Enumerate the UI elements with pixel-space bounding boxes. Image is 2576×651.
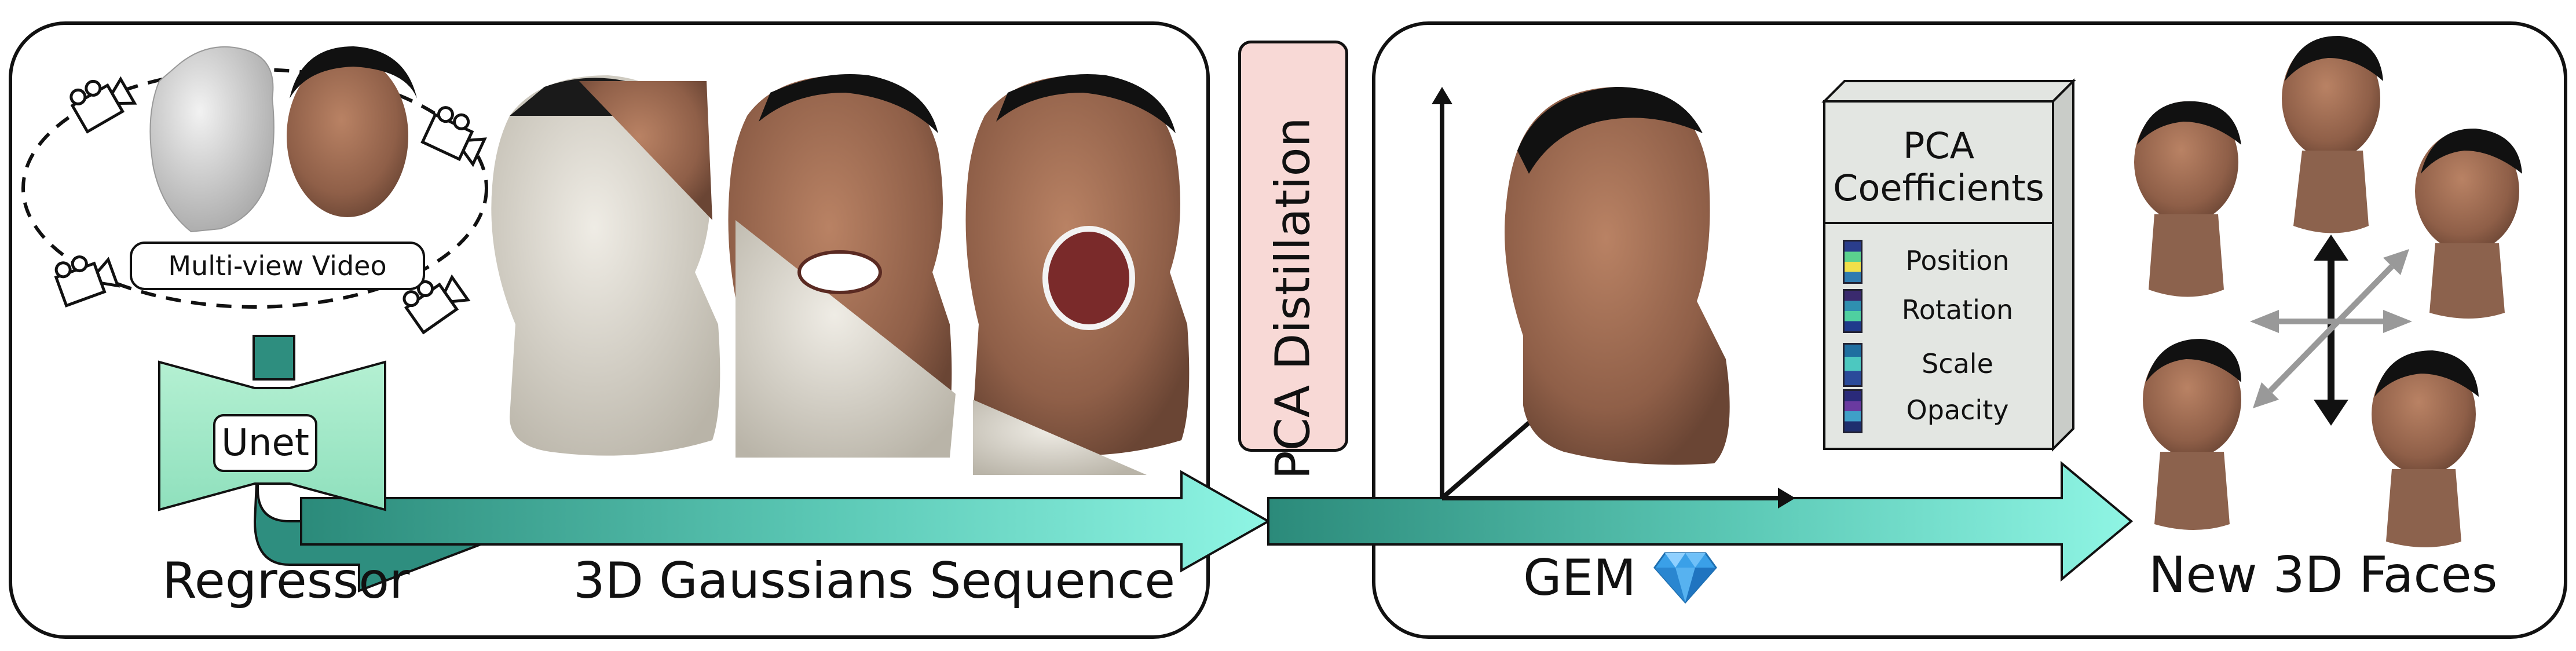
- camera-icon: [402, 274, 471, 335]
- new-face-1: [2134, 101, 2241, 297]
- multiview-video-label: Multi-view Video: [130, 242, 425, 290]
- left-panel-frame: [9, 21, 1210, 639]
- camera-icon: [420, 106, 487, 167]
- gem-head: [1505, 87, 1730, 465]
- scale-swatch-icon: [1843, 343, 1863, 387]
- pca-item-rotation: Rotation: [1830, 288, 2050, 334]
- flow-arrow: [253, 457, 2134, 593]
- sequence-head-3: [965, 74, 1190, 475]
- scan-mesh-head: [149, 46, 275, 233]
- sequence-head-2: [728, 74, 956, 458]
- gem-label: GEM: [1523, 549, 1637, 607]
- pca-item-opacity: Opacity: [1830, 388, 2050, 434]
- new-face-3: [2415, 128, 2522, 319]
- pca-distillation-box: PCA Distillation: [1238, 41, 1348, 480]
- new-face-2: [2282, 35, 2383, 233]
- camera-icon: [54, 255, 120, 308]
- pca-coefficients-title: PCA Coefficients: [1833, 125, 2044, 210]
- sequence-label: 3D Gaussians Sequence: [573, 552, 1176, 610]
- new-face-5: [2372, 350, 2479, 547]
- pca-item-position: Position: [1830, 239, 2050, 285]
- variation-arrows: [2250, 235, 2412, 426]
- gem-diamond-icon: [1653, 552, 1717, 604]
- pca-item-scale: Scale: [1830, 342, 2050, 388]
- opacity-swatch-icon: [1843, 389, 1863, 433]
- rotation-swatch-icon: [1843, 289, 1863, 333]
- regressor-label: Regressor: [162, 552, 410, 610]
- new-3d-faces-label: New 3D Faces: [2149, 546, 2498, 604]
- unet-label-box: Unet: [213, 414, 317, 472]
- sequence-head-1: [491, 75, 720, 456]
- gem-axes: [1432, 87, 1795, 509]
- pca-distillation-label: PCA Distillation: [1265, 117, 1321, 480]
- position-swatch-icon: [1843, 240, 1863, 284]
- new-face-4: [2143, 339, 2241, 530]
- right-panel-frame: [1372, 21, 2567, 639]
- camera-icon: [69, 76, 137, 134]
- video-frame-head: [287, 46, 417, 217]
